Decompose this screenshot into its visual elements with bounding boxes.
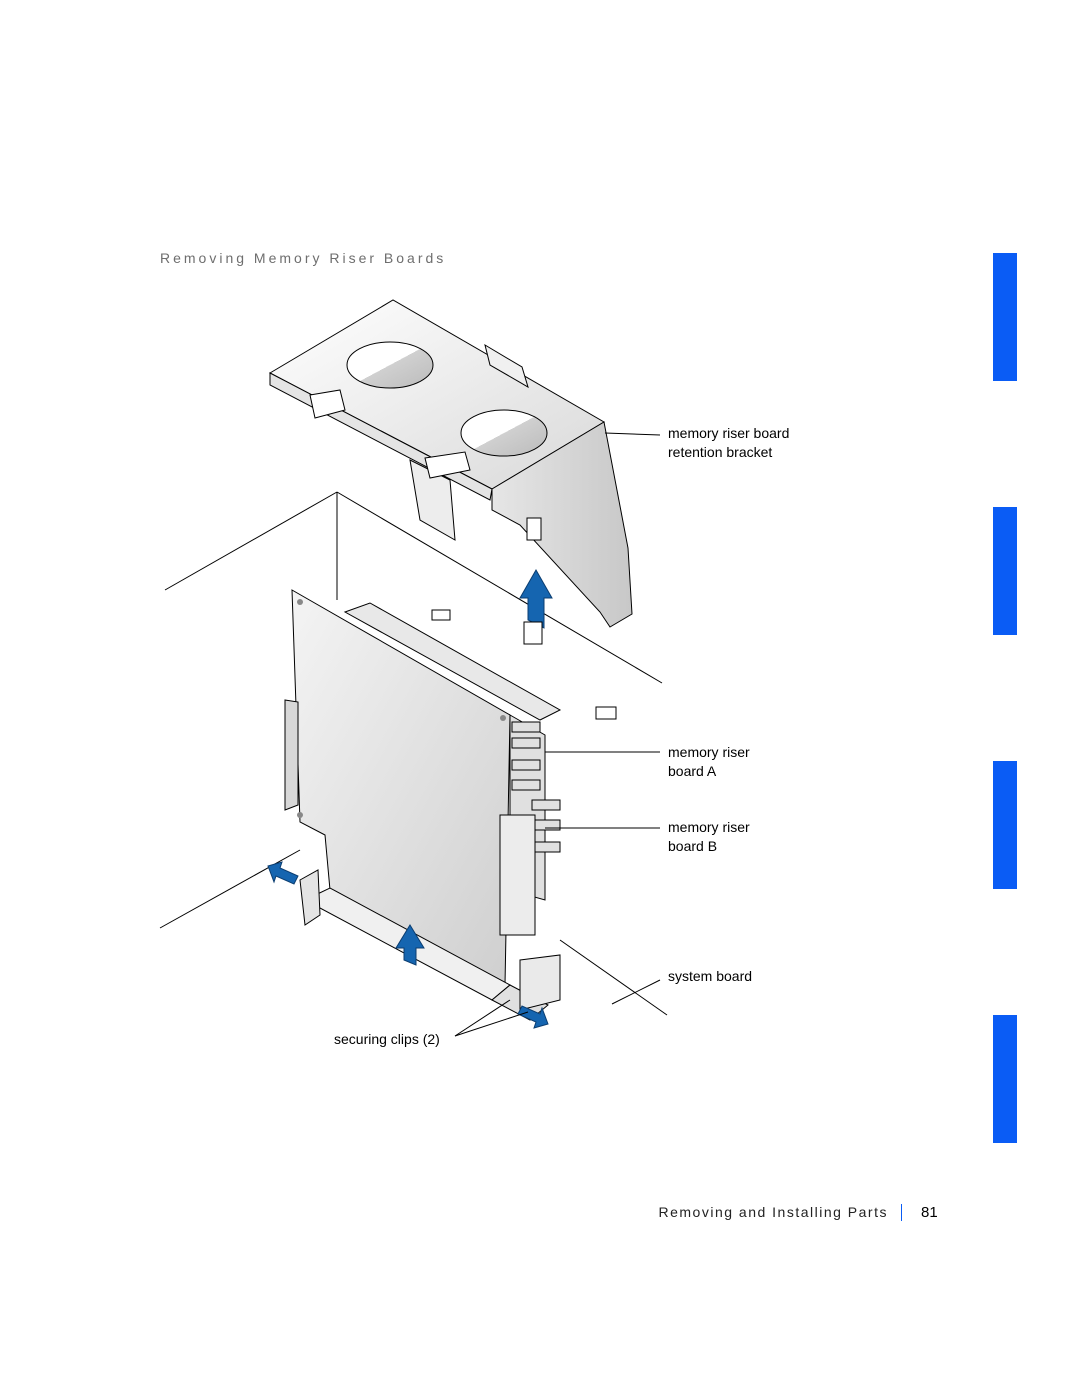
up-arrow-bracket [519, 568, 553, 629]
clip-arrow-right [517, 1005, 549, 1029]
index-tab-3 [993, 761, 1017, 889]
board-up-arrow [395, 924, 425, 966]
callout-line-2: retention bracket [668, 444, 773, 460]
footer-separator [901, 1204, 902, 1221]
callout-line-2: board B [668, 838, 718, 854]
page-number: 81 [921, 1204, 938, 1221]
callout-line-2: board A [668, 763, 717, 779]
callout-riser-board-a: memory riser board A [668, 743, 750, 781]
index-tab-1 [993, 253, 1017, 381]
section-title: Removing Memory Riser Boards [160, 250, 447, 266]
callout-riser-board-b: memory riser board B [668, 818, 750, 856]
callout-securing-clips: securing clips (2) [334, 1031, 440, 1047]
callout-line-1: memory riser [668, 819, 750, 835]
retention-bracket [268, 299, 633, 628]
clip-arrow-left [267, 861, 299, 885]
callout-line-1: memory riser [668, 744, 750, 760]
callout-system-board: system board [668, 968, 753, 984]
index-tab-4 [993, 1015, 1017, 1143]
callout-line-1: memory riser board [668, 425, 790, 441]
footer-chapter-title: Removing and Installing Parts [658, 1204, 888, 1220]
riser-board-b-edge [499, 714, 561, 936]
index-tab-2 [993, 507, 1017, 635]
riser-tray [343, 602, 617, 721]
callout-leaders [454, 432, 661, 1037]
callout-retention-bracket: memory riser board retention bracket [668, 424, 789, 462]
chassis-outline [159, 491, 668, 1016]
